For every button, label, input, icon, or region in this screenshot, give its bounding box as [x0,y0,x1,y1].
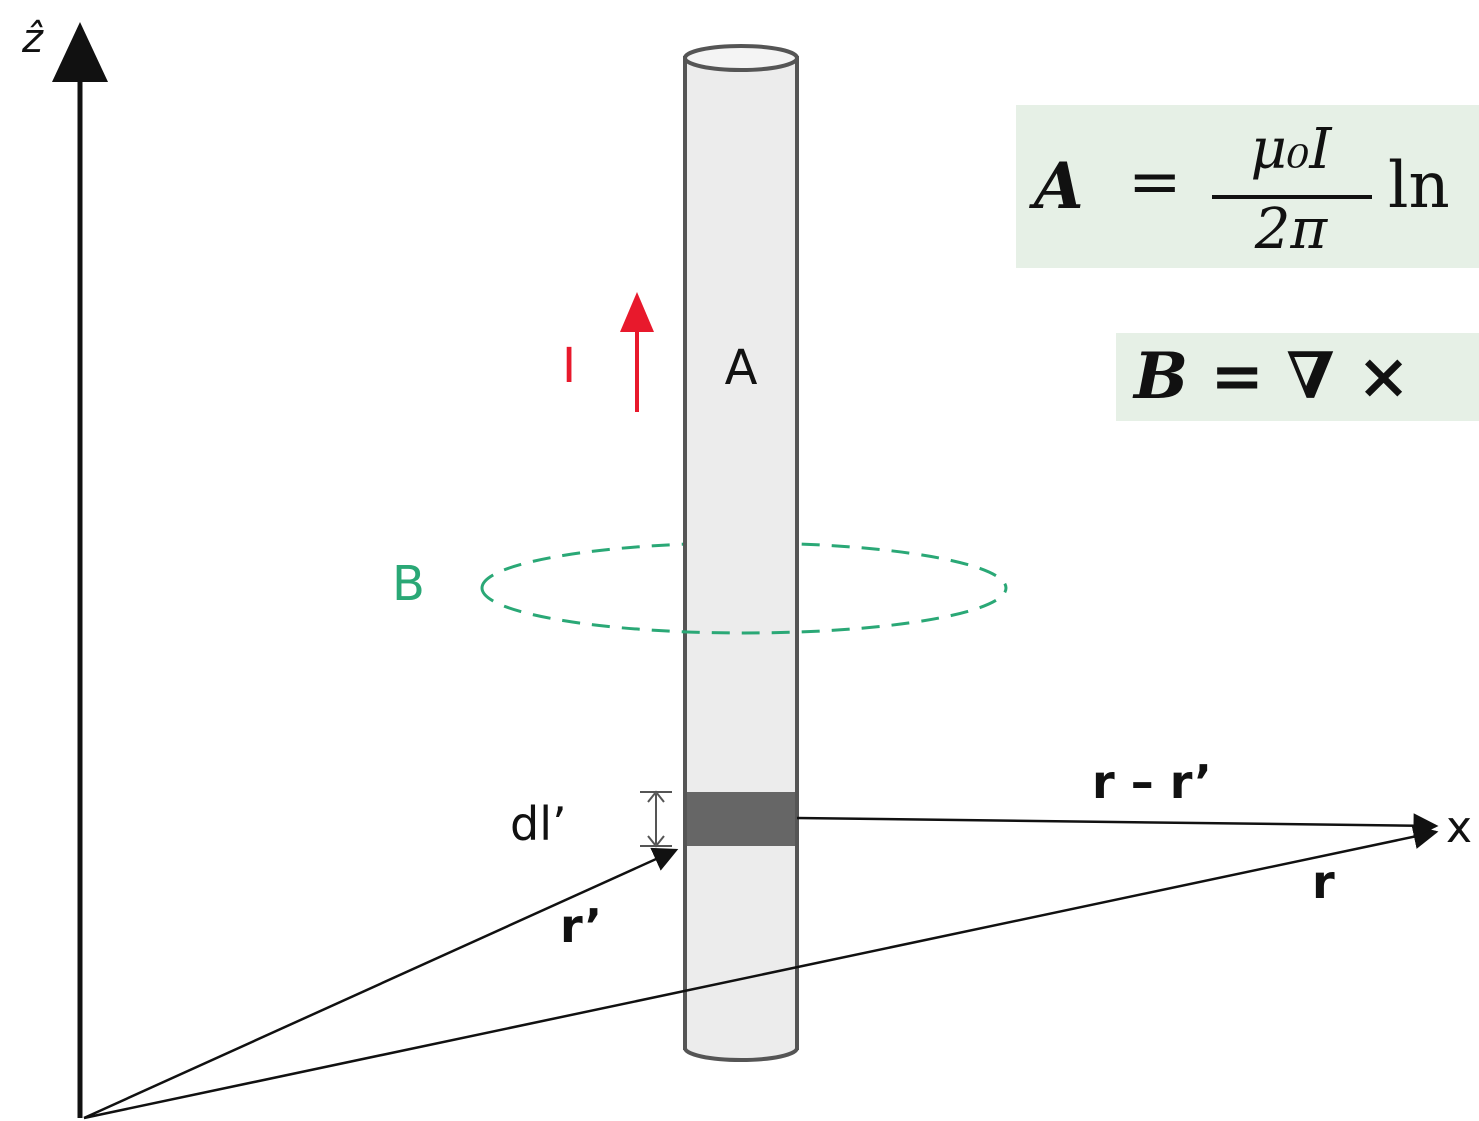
equation-a-equals: = [1128,145,1182,219]
z-axis-label: ẑ [21,16,44,62]
dl-segment [687,792,795,846]
current-arrow [620,292,654,412]
z-axis-arrowhead-icon [52,22,108,82]
equation-a-box: A = μ₀I 2π ln [1016,105,1479,268]
wire-cylinder: A [683,44,799,1062]
equation-b-text: B = ∇ × [1134,339,1411,414]
b-field-label: B [392,556,425,612]
b-field-loop-front [480,587,1008,635]
r-prime-label: r’ [560,899,602,953]
r-prime-vector [83,847,679,1120]
r-minus-r-prime-label: r – r’ [1092,755,1212,809]
current-arrowhead-icon [620,292,654,332]
current-label: I [562,338,576,394]
r-vector [83,824,1439,1120]
x-axis-label: x [1446,802,1472,853]
equation-a-numerator: μ₀I [1250,117,1332,182]
r-minus-r-prime-vector [796,813,1439,839]
wire-label: A [725,340,758,396]
dl-label: dl’ [510,797,567,851]
dl-dimension-marker [640,790,672,848]
equation-a-ln: ln [1388,149,1450,223]
equation-b-box: B = ∇ × [1116,333,1479,421]
equation-a-denominator: 2π [1254,197,1328,262]
equation-a-fraction-bar [1212,195,1372,199]
equation-a-lhs: A [1034,149,1084,224]
r-label: r [1312,855,1335,909]
z-axis: ẑ [21,16,108,1118]
